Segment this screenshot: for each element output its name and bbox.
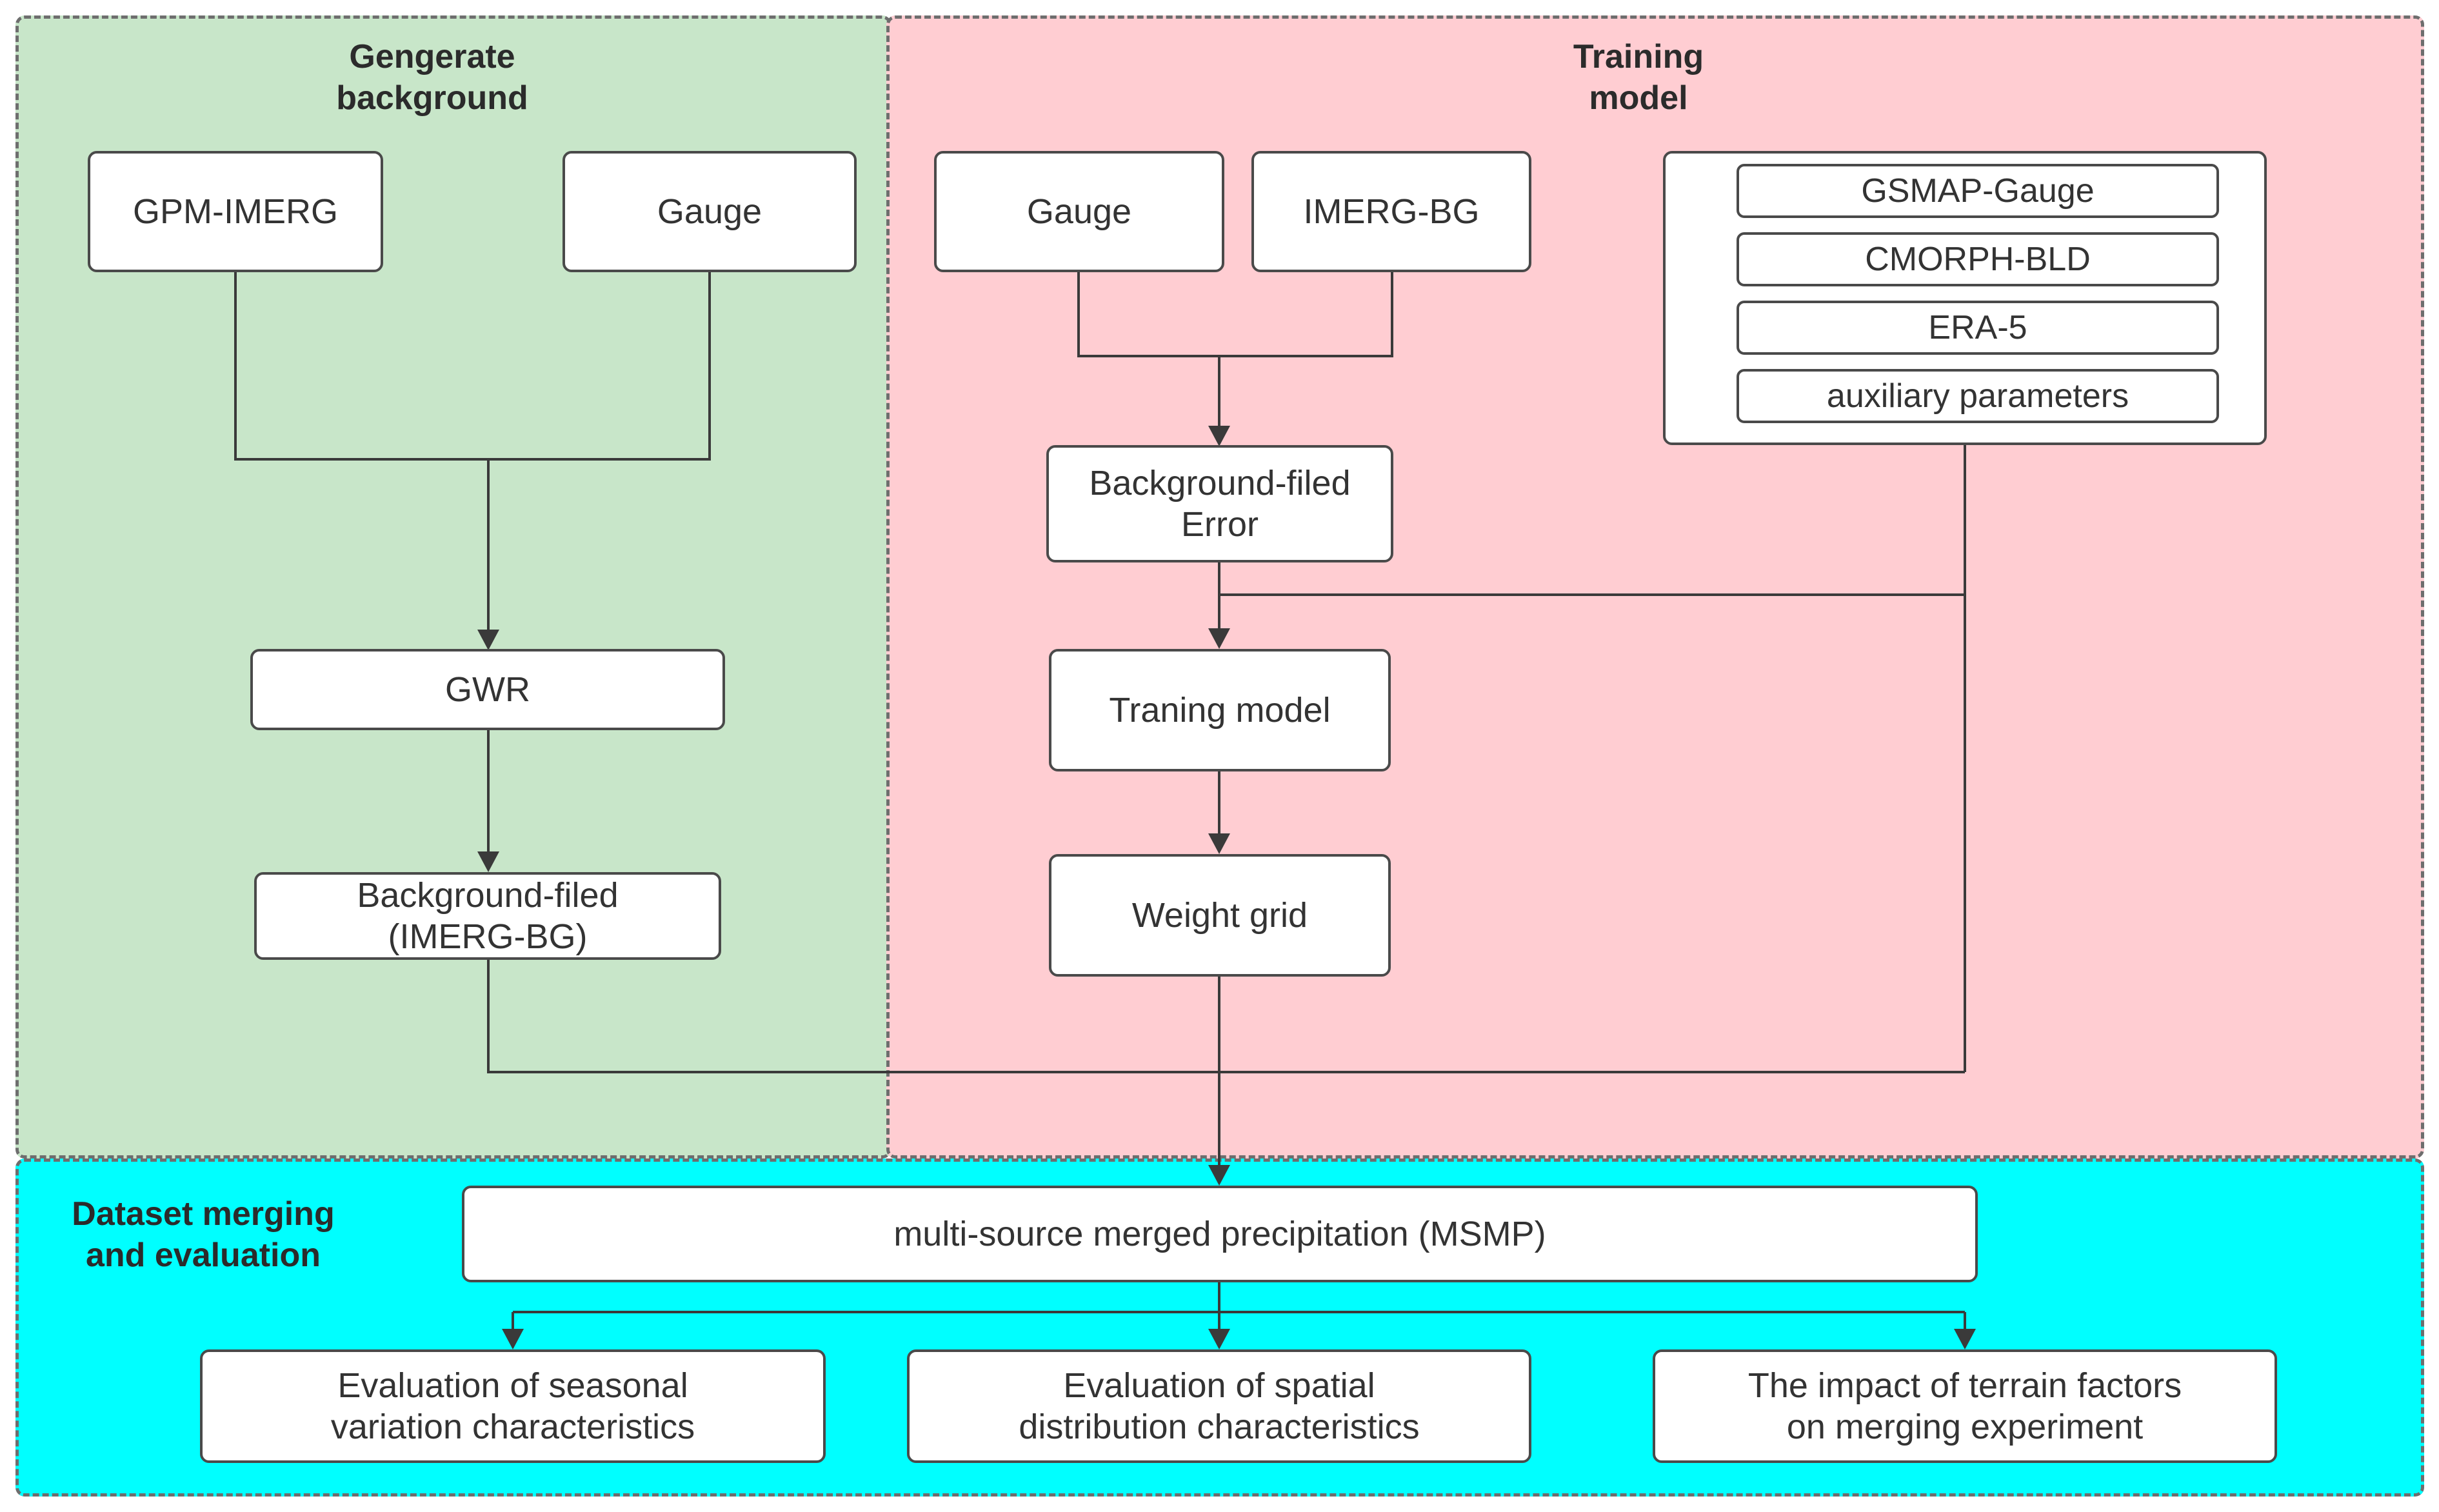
gauge-right-node: Gauge — [934, 151, 1224, 272]
merging-evaluation-title: Dataset merging and evaluation — [72, 1195, 335, 1274]
msmp-node: multi-source merged precipitation (MSMP) — [462, 1186, 1978, 1282]
background-error-node: Background-filed Error — [1046, 445, 1393, 562]
imerg-bg-node: IMERG-BG — [1251, 151, 1531, 272]
gauge-left-node: Gauge — [562, 151, 857, 272]
weight-grid-node: Weight grid — [1049, 854, 1391, 977]
eval-seasonal-node: Evaluation of seasonal variation charact… — [200, 1349, 826, 1463]
gpm-imerg-node: GPM-IMERG — [88, 151, 383, 272]
background-filed-node: Background-filed (IMERG-BG) — [254, 872, 721, 960]
generate-background-title: Gengerate background — [336, 38, 528, 117]
eval-terrain-node: The impact of terrain factors on merging… — [1653, 1349, 2277, 1463]
cmorph-bld-input: CMORPH-BLD — [1737, 232, 2219, 286]
training-model-node: Traning model — [1049, 649, 1391, 771]
eval-spatial-node: Evaluation of spatial distribution chara… — [907, 1349, 1531, 1463]
training-model-title: Training model — [1573, 38, 1704, 117]
era5-input: ERA-5 — [1737, 301, 2219, 355]
gsmap-gauge-input: GSMAP-Gauge — [1737, 164, 2219, 218]
gwr-node: GWR — [250, 649, 725, 730]
auxiliary-parameters-input: auxiliary parameters — [1737, 369, 2219, 423]
